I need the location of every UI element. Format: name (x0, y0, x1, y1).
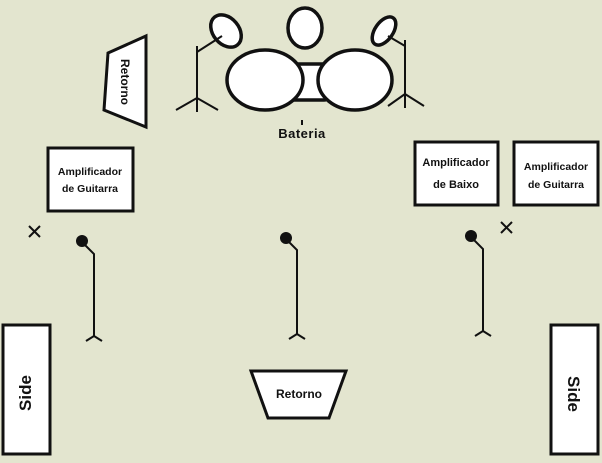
drum-stool (286, 6, 324, 50)
drum-kit-icon (175, 6, 425, 125)
monitor-bottom-label: Retorno (276, 387, 322, 401)
bass-amp-line2: de Baixo (433, 179, 479, 191)
microphone-stand-icon (76, 235, 103, 342)
monitor-wedge-bottom: Retorno (248, 369, 349, 420)
cymbal-stand-icon (175, 13, 244, 112)
side-left-label: Side (16, 375, 35, 411)
guitar-amp-left-line2: de Guitarra (62, 183, 118, 195)
drums-label: Bateria (278, 126, 326, 141)
guitar-amp-right: Amplificador de Guitarra (512, 140, 600, 207)
microphone-stand-icon (280, 232, 306, 340)
microphone-stand-icon (465, 230, 492, 337)
side-fill-left: Side (1, 323, 52, 456)
tom-left (225, 48, 305, 112)
bass-amp: Amplificador de Baixo (413, 140, 500, 207)
tom-right (316, 48, 394, 112)
side-right-label: Side (564, 376, 583, 412)
side-fill-right: Side (549, 323, 600, 456)
guitar-amp-right-line1: Amplificador (524, 161, 588, 173)
guitar-amp-right-line2: de Guitarra (528, 179, 584, 191)
bass-amp-line1: Amplificador (422, 157, 490, 169)
guitar-amp-left: Amplificador de Guitarra (46, 146, 135, 213)
monitor-top-label: Retorno (118, 59, 132, 105)
x-mark-icon (28, 225, 41, 238)
x-mark-icon (500, 221, 513, 234)
guitar-amp-left-line1: Amplificador (58, 166, 122, 178)
monitor-wedge-top: Retorno (102, 33, 148, 130)
cymbal-stand-icon (370, 15, 425, 108)
